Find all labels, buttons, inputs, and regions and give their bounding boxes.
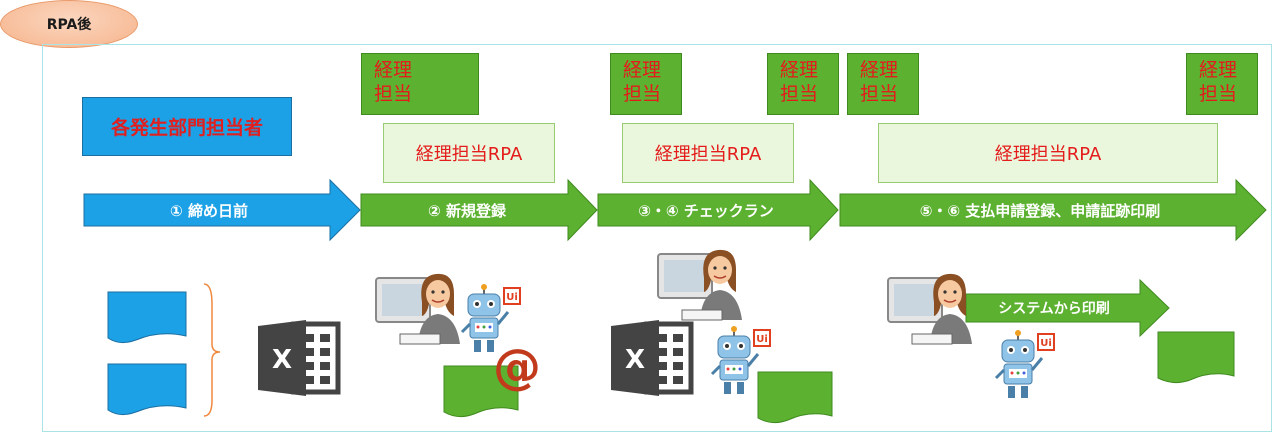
accounting-staff-box-2: 経理 担当 — [610, 53, 682, 115]
accounting-rpa-box-3: 経理担当RPA — [878, 123, 1218, 183]
print-arrow-label: システムから印刷 — [998, 301, 1110, 317]
accounting-line2: 担当 — [780, 83, 819, 105]
excel-letter: X — [272, 345, 292, 375]
accounting-line1: 経理 — [374, 59, 413, 81]
accounting-rpa-label: 経理担当RPA — [654, 144, 762, 165]
document-icon — [443, 365, 519, 418]
step-arrow-4 — [839, 178, 1267, 242]
accounting-staff-box-4: 経理 担当 — [847, 53, 919, 115]
accounting-line1: 経理 — [623, 59, 662, 81]
document-icon — [107, 363, 187, 416]
accounting-line1: 経理 — [780, 59, 819, 81]
accounting-line2: 担当 — [623, 83, 662, 105]
ui-badge-label: Ui — [756, 334, 768, 345]
rpa-robot-icon: Ui — [994, 330, 1055, 398]
step-label-1: ① 締め日前 — [170, 202, 248, 220]
ui-badge-label: Ui — [506, 292, 518, 303]
excel-icon: X — [258, 320, 341, 396]
rpa-robot-icon: Ui — [460, 284, 521, 352]
operator-at-computer-icon — [375, 273, 460, 345]
rpa-after-label: RPA後 — [46, 17, 92, 33]
accounting-line1: 経理 — [1199, 59, 1238, 81]
accounting-line2: 担当 — [374, 83, 413, 105]
step-arrow-2 — [360, 178, 598, 242]
output-document-icon-2 — [757, 371, 833, 424]
excel-icon: X — [611, 320, 694, 396]
step-label-2: ② 新規登録 — [428, 202, 506, 220]
step-arrow-1 — [83, 178, 361, 242]
excel-letter: X — [625, 345, 645, 375]
accounting-staff-box-5: 経理 担当 — [1186, 53, 1258, 115]
accounting-line2: 担当 — [860, 83, 899, 105]
rpa-robot-icon: Ui — [710, 326, 771, 394]
email-at-icon: @ — [493, 339, 541, 395]
accounting-rpa-label: 経理担当RPA — [994, 144, 1102, 165]
step-arrow-3 — [597, 178, 839, 242]
accounting-staff-box-1: 経理 担当 — [361, 53, 479, 115]
step-label-4: ⑤・⑥ 支払申請登録、申請証跡印刷 — [919, 202, 1161, 220]
document-icon — [757, 371, 833, 424]
accounting-staff-box-3: 経理 担当 — [767, 53, 839, 115]
document-icon — [1157, 331, 1235, 384]
rpa-after-badge: RPA後 — [0, 0, 138, 48]
source-documents — [107, 283, 220, 417]
document-icon — [107, 291, 187, 344]
print-arrow — [965, 278, 1170, 338]
accounting-line2: 担当 — [1199, 83, 1238, 105]
department-staff-label: 各発生部門担当者 — [110, 117, 263, 139]
operator-at-computer-icon — [887, 273, 972, 345]
department-staff-box: 各発生部門担当者 — [82, 97, 292, 156]
output-document-icon-3 — [1157, 331, 1235, 384]
step-label-3: ③・④ チェックラン — [638, 202, 774, 220]
output-document-icon-1 — [443, 365, 519, 418]
accounting-rpa-box-1: 経理担当RPA — [383, 123, 555, 183]
process-frame — [42, 44, 1272, 432]
accounting-rpa-label: 経理担当RPA — [415, 144, 523, 165]
bracket-icon — [203, 283, 220, 417]
accounting-line1: 経理 — [860, 59, 899, 81]
ui-badge-label: Ui — [1040, 338, 1052, 349]
accounting-rpa-box-2: 経理担当RPA — [622, 123, 794, 183]
operator-at-computer-icon — [657, 249, 742, 321]
